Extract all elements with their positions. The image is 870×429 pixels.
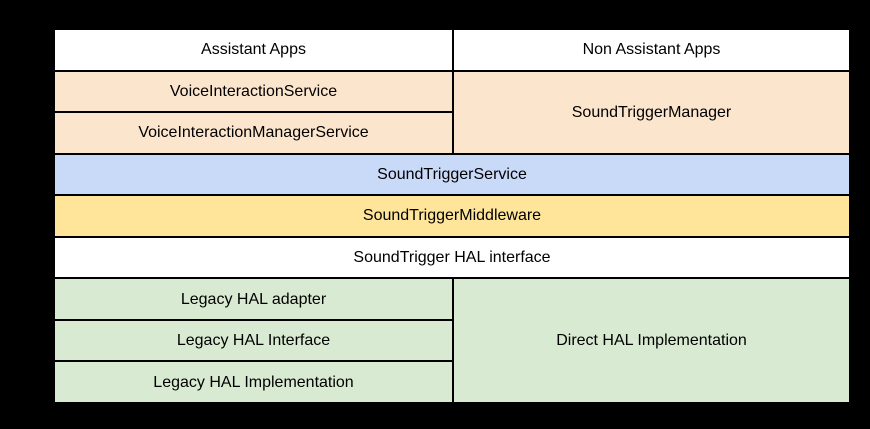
cell-direct-hal-implementation: Direct HAL Implementation bbox=[454, 279, 849, 402]
cell-sound-trigger-middleware: SoundTriggerMiddleware bbox=[55, 196, 849, 236]
cell-legacy-hal-adapter: Legacy HAL adapter bbox=[55, 279, 452, 319]
cell-sound-trigger-service: SoundTriggerService bbox=[55, 154, 849, 195]
cell-voice-interaction-service: VoiceInteractionService bbox=[55, 71, 452, 112]
soundtrigger-architecture-diagram: Assistant Apps Non Assistant Apps VoiceI… bbox=[53, 28, 851, 404]
cell-legacy-hal-interface: Legacy HAL Interface bbox=[55, 320, 452, 361]
cell-assistant-apps: Assistant Apps bbox=[55, 30, 452, 70]
cell-sound-trigger-hal-interface: SoundTrigger HAL interface bbox=[55, 237, 849, 278]
cell-non-assistant-apps: Non Assistant Apps bbox=[454, 30, 849, 70]
cell-sound-trigger-manager: SoundTriggerManager bbox=[454, 71, 849, 153]
cell-voice-interaction-manager-service: VoiceInteractionManagerService bbox=[55, 113, 452, 153]
cell-legacy-hal-implementation: Legacy HAL Implementation bbox=[55, 362, 452, 402]
